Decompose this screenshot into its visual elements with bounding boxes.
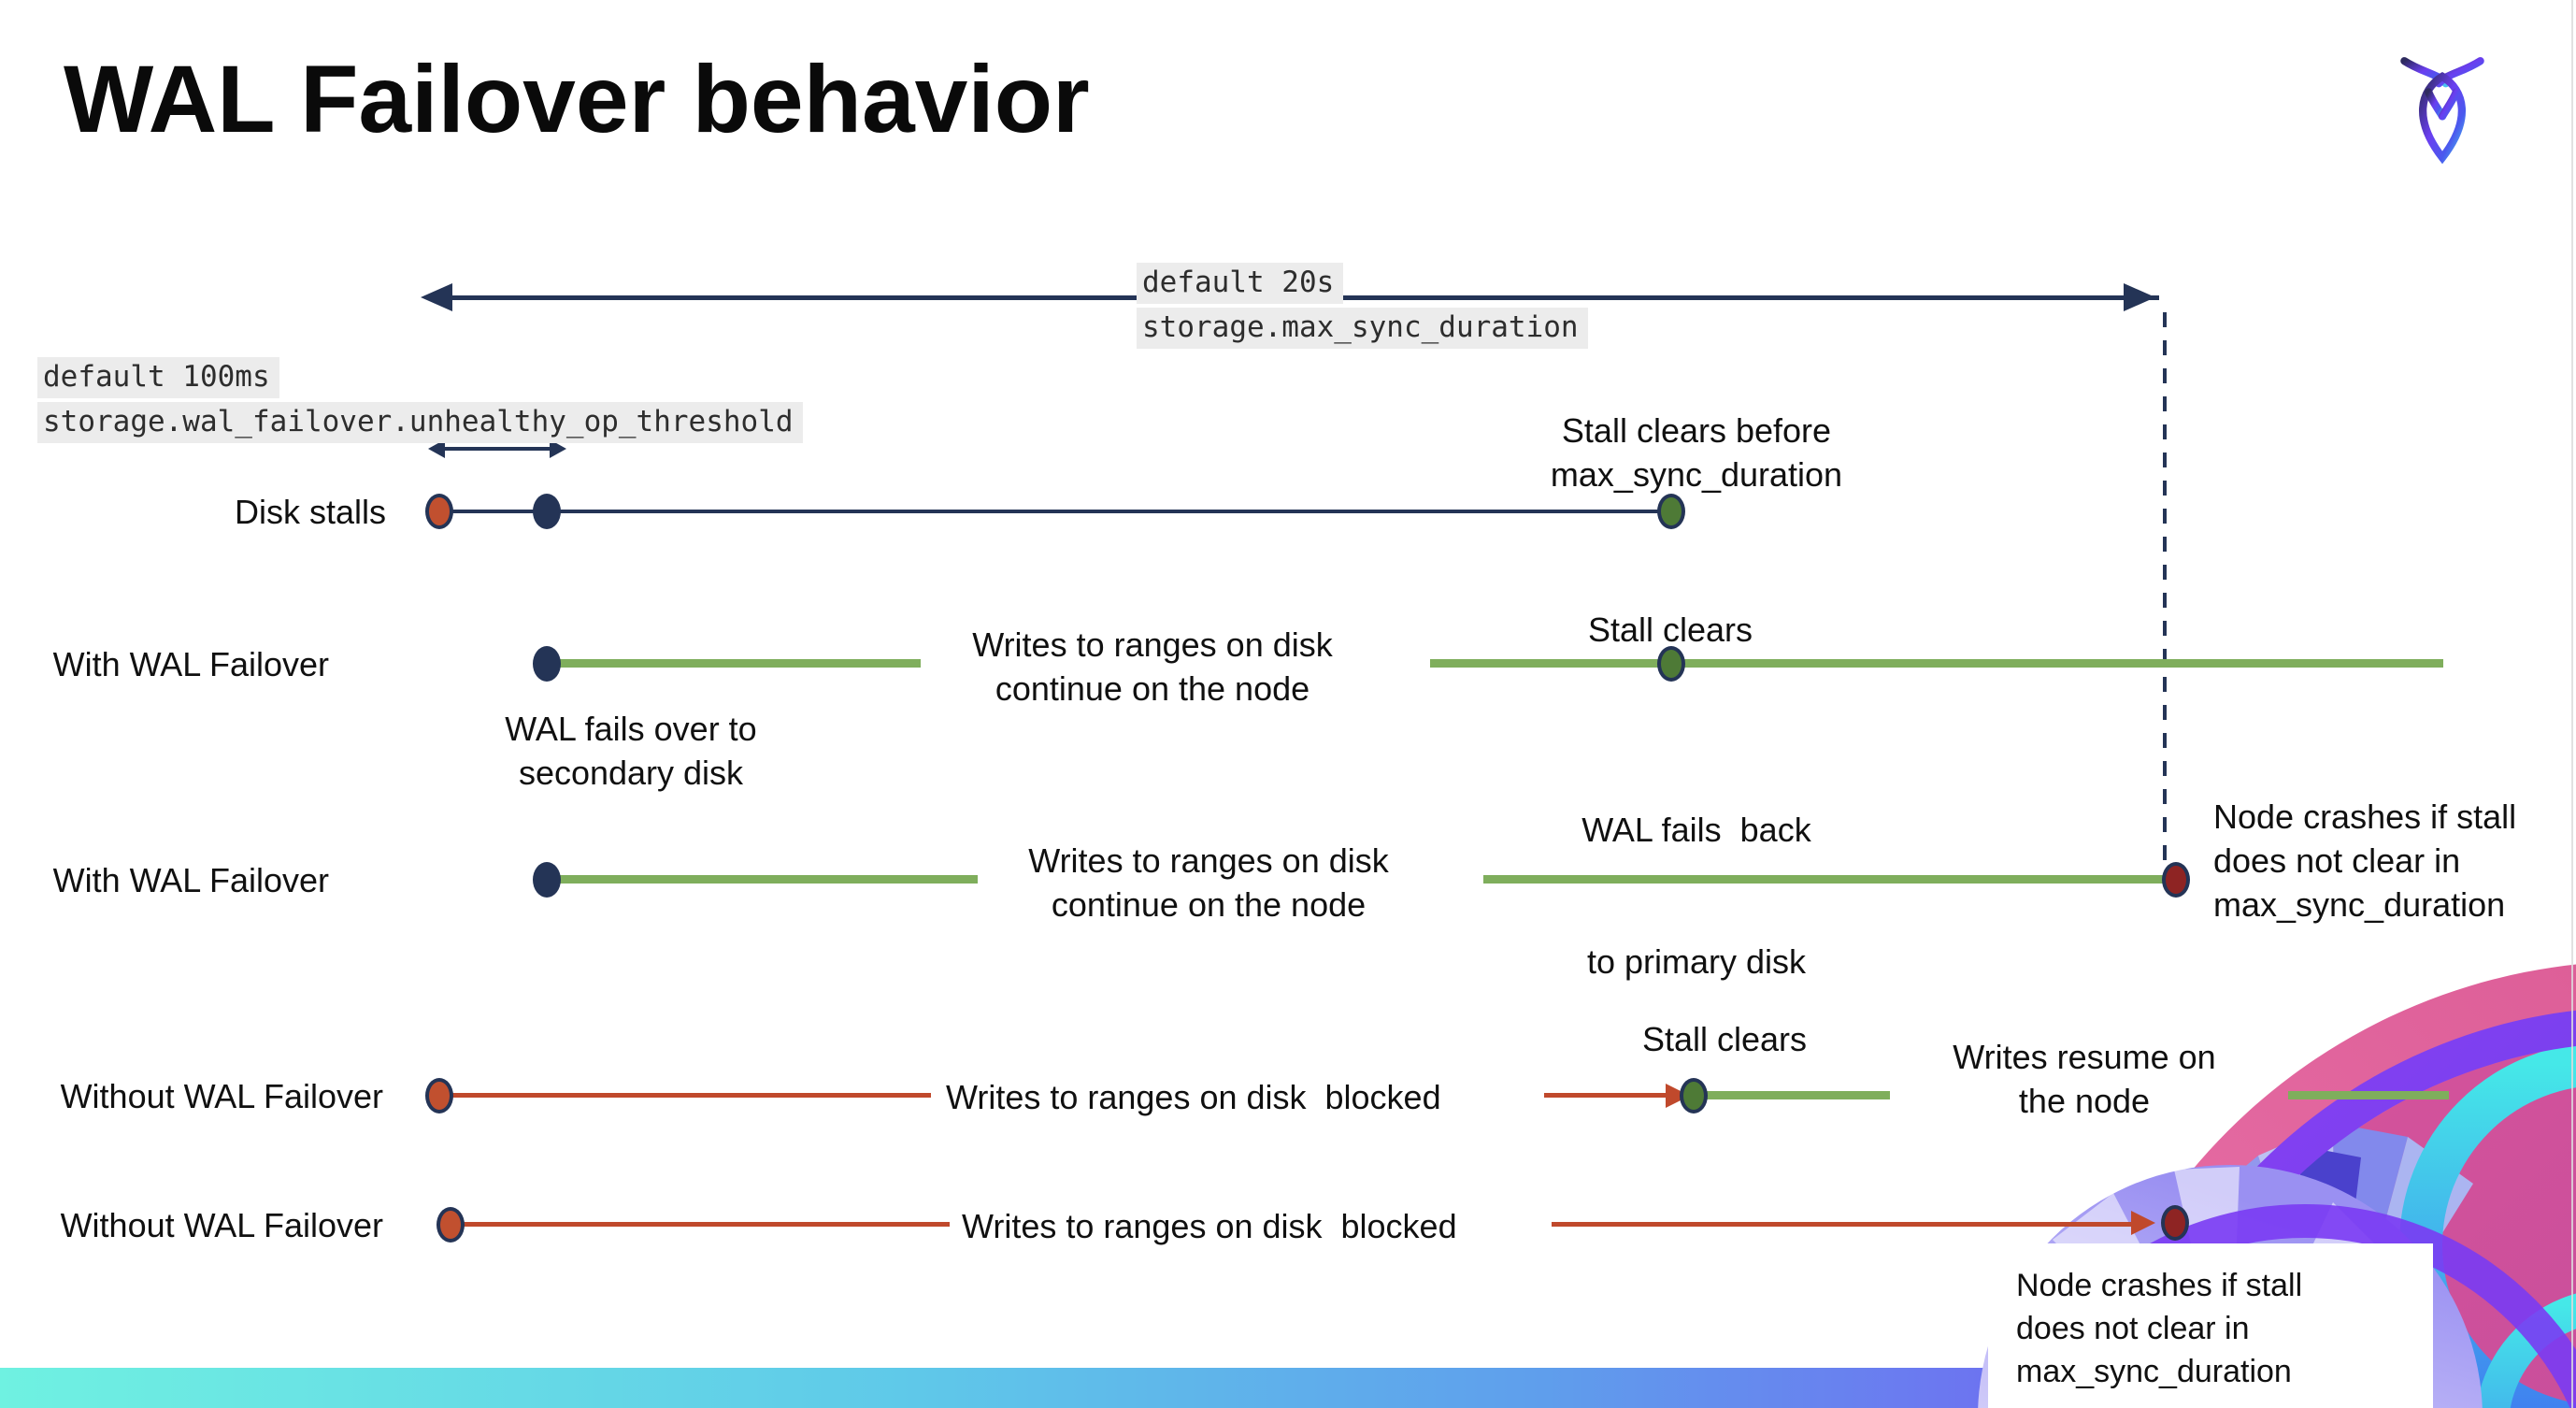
max-sync-default-tag: default 20s: [1137, 263, 1344, 304]
note-stall-clears-before: Stall clears before max_sync_duration: [1550, 411, 1843, 494]
row-label-with-wal-failover-2: With WAL Failover: [52, 861, 329, 899]
slide-right-edge: [2571, 0, 2573, 1408]
nowal1-red-arrow-line: [1544, 1093, 1666, 1098]
nowal2-stall-dot: [436, 1207, 465, 1243]
wal1-green-line-a: [547, 659, 921, 668]
wal1-failover-dot: [533, 646, 561, 682]
max-sync-arrowhead-left-icon: [421, 283, 452, 311]
nowal2-red-arrowhead-icon: [2131, 1211, 2155, 1235]
note-wal-fails-over: WAL fails over to secondary disk: [505, 710, 757, 792]
note-node-crashes-1: Node crashes if stall does not clear in …: [2213, 797, 2517, 924]
crash-note-box: Node crashes if stall does not clear in …: [1988, 1243, 2433, 1408]
nowal2-red-arrow-line: [1552, 1222, 2131, 1227]
nowal1-green-line-a: [1707, 1091, 1890, 1099]
cockroachdb-logo-icon: [2400, 57, 2484, 165]
nowal1-green-line-b: [2288, 1091, 2449, 1099]
nowal2-crash-dot: [2161, 1205, 2189, 1241]
disk-stalls-timeline-line: [439, 510, 1671, 513]
wal2-green-line-b: [1483, 875, 2165, 884]
wal2-failover-dot: [533, 862, 561, 898]
unhealthy-setting-tag: storage.wal_failover.unhealthy_op_thresh…: [37, 402, 803, 443]
threshold-reached-dot: [533, 494, 561, 529]
note-writes-continue-1: Writes to ranges on disk continue on the…: [972, 625, 1333, 708]
max-sync-duration-label: default 20s storage.max_sync_duration: [1137, 263, 1588, 352]
note-stall-clears-row2: Stall clears: [1587, 611, 1753, 649]
nowal1-red-line-a: [439, 1093, 931, 1098]
stall-clears-dot-row1: [1657, 494, 1685, 529]
note-writes-resume: Writes resume on the node: [1953, 1038, 2216, 1120]
row-label-without-wal-failover-2: Without WAL Failover: [60, 1206, 383, 1244]
row-label-disk-stalls: Disk stalls: [234, 493, 386, 531]
max-sync-arrowhead-right-icon: [2124, 283, 2155, 311]
row-label-with-wal-failover-1: With WAL Failover: [52, 645, 329, 683]
note-writes-continue-2: Writes to ranges on disk continue on the…: [1028, 841, 1389, 924]
threshold-arrow-line: [443, 447, 551, 451]
unhealthy-op-threshold-label: default 100ms storage.wal_failover.unhea…: [37, 357, 803, 447]
note-wal-fails-back: WAL fails back to primary disk: [1581, 811, 1811, 981]
wal1-stall-clears-dot: [1657, 646, 1685, 682]
threshold-arrowhead-left-icon: [428, 439, 445, 458]
max-sync-dashed-dropline: [2163, 312, 2167, 866]
unhealthy-default-tag: default 100ms: [37, 357, 279, 398]
nowal1-stall-dot: [425, 1078, 453, 1113]
wal1-green-line-b: [1430, 659, 2443, 668]
note-node-crashes-2: Node crashes if stall does not clear in …: [2016, 1268, 2303, 1389]
wal2-green-line-a: [547, 875, 978, 884]
wal2-crash-dot: [2162, 862, 2190, 898]
nowal1-stall-clears-dot: [1680, 1078, 1708, 1113]
disk-stall-start-dot: [425, 494, 453, 529]
row-label-without-wal-failover-1: Without WAL Failover: [60, 1077, 383, 1115]
threshold-arrowhead-right-icon: [550, 439, 566, 458]
note-writes-blocked-2: Writes to ranges on disk blocked: [962, 1207, 1457, 1245]
slide-title: WAL Failover behavior: [64, 46, 1090, 152]
max-sync-setting-tag: storage.max_sync_duration: [1137, 308, 1588, 349]
note-stall-clears-row4: Stall clears: [1641, 1020, 1808, 1058]
nowal2-red-line-a: [451, 1222, 950, 1227]
note-writes-blocked-1: Writes to ranges on disk blocked: [946, 1078, 1441, 1116]
